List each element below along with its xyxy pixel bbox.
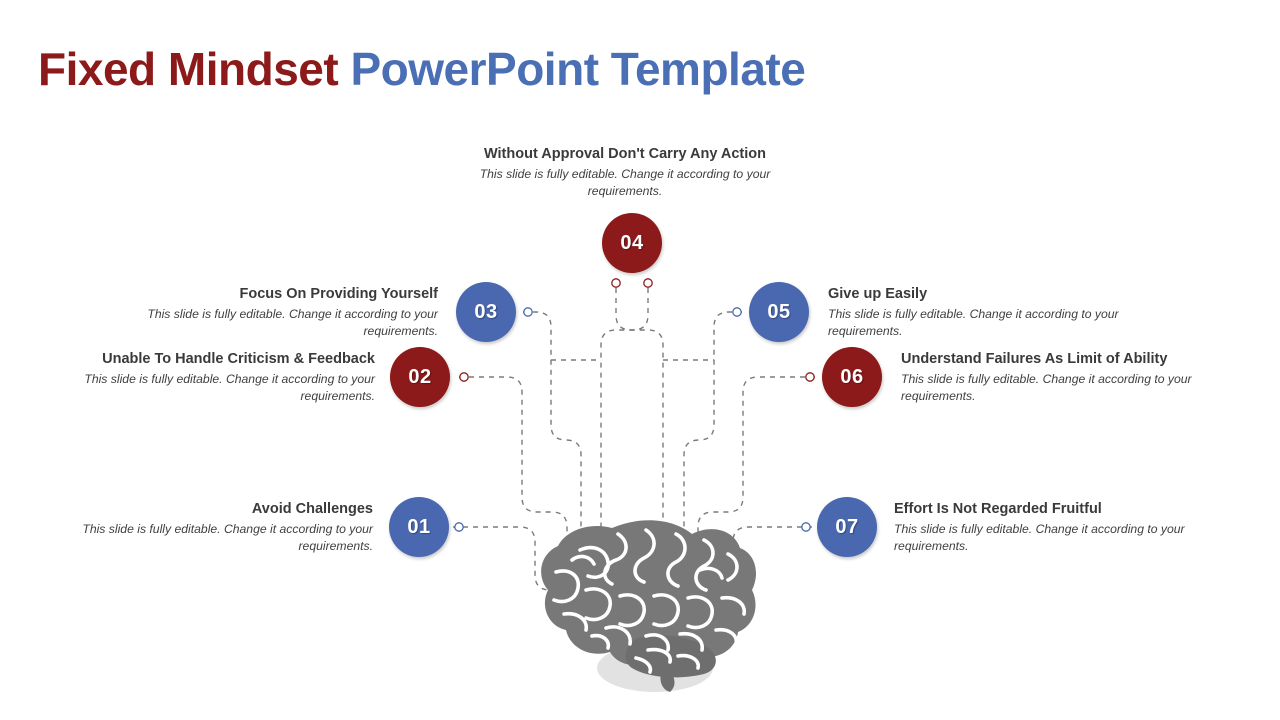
connector-dot-04a: [611, 278, 621, 288]
connector-path-07: [708, 526, 812, 594]
node-body-01: This slide is fully editable. Change it …: [82, 522, 373, 554]
connector-dot-06: [805, 372, 815, 382]
node-number-02: 02: [408, 365, 432, 388]
node-badge-06[interactable]: 06: [822, 347, 882, 407]
connector-path-06: [697, 376, 815, 575]
connector-dot-02: [459, 372, 469, 382]
node-text-01: Avoid Challenges This slide is fully edi…: [68, 500, 373, 556]
node-badge-05[interactable]: 05: [749, 282, 809, 342]
node-badge-02[interactable]: 02: [390, 347, 450, 407]
connector-path-05: [683, 311, 742, 565]
node-badge-07[interactable]: 07: [817, 497, 877, 557]
node-heading-05: Give up Easily: [828, 286, 928, 302]
node-heading-04: Without Approval Don't Carry Any Action: [483, 146, 767, 162]
page-title: Fixed Mindset PowerPoint Template: [38, 43, 806, 95]
connector-path-03: [523, 311, 582, 565]
node-heading-02: Unable To Handle Criticism & Feedback: [102, 351, 375, 367]
page-title-part-powerpoint-template: PowerPoint Template: [350, 43, 806, 95]
brain-shadow: [597, 644, 713, 692]
node-body-07: This slide is fully editable. Change it …: [894, 522, 1185, 554]
node-body-06: This slide is fully editable. Change it …: [901, 372, 1192, 404]
connector-dot-04b: [643, 278, 653, 288]
node-body-04: This slide is fully editable. Change it …: [479, 167, 771, 199]
connector-dot-07: [801, 522, 811, 532]
node-number-03: 03: [474, 300, 498, 323]
node-number-04: 04: [620, 231, 644, 254]
node-badge-03[interactable]: 03: [456, 282, 516, 342]
node-number-06: 06: [840, 365, 864, 388]
node-text-06: Understand Failures As Limit of Ability …: [901, 350, 1206, 406]
node-body-03: This slide is fully editable. Change it …: [147, 307, 438, 339]
brain-cerebellum: [625, 635, 716, 678]
connector-path-04-right: [600, 288, 649, 560]
node-body-05: This slide is fully editable. Change it …: [828, 307, 1119, 339]
node-text-03: Focus On Providing Yourself This slide i…: [133, 285, 438, 341]
node-number-01: 01: [407, 515, 431, 538]
node-text-04: Without Approval Don't Carry Any Action …: [455, 145, 795, 201]
connector-path-02: [459, 376, 568, 575]
node-badge-04[interactable]: 04: [602, 213, 662, 273]
node-text-02: Unable To Handle Criticism & Feedback Th…: [68, 350, 375, 406]
node-heading-01: Avoid Challenges: [251, 501, 373, 517]
connector-path-04-left: [615, 288, 664, 560]
connector-path-01: [453, 526, 560, 591]
node-body-02: This slide is fully editable. Change it …: [84, 372, 375, 404]
connector-dot-03: [523, 307, 533, 317]
connector-dot-01: [454, 522, 464, 532]
node-number-05: 05: [767, 300, 791, 323]
node-text-07: Effort Is Not Regarded Fruitful This sli…: [894, 500, 1199, 556]
brain-gyri: [552, 528, 747, 674]
node-heading-06: Understand Failures As Limit of Ability: [901, 351, 1168, 367]
node-text-05: Give up Easily This slide is fully edita…: [828, 285, 1133, 341]
brain-stem: [660, 670, 675, 692]
node-heading-07: Effort Is Not Regarded Fruitful: [894, 501, 1102, 517]
brain-cerebrum: [541, 520, 756, 668]
page-title-part-fixed-mindset: Fixed Mindset: [38, 43, 351, 95]
connector-dot-05: [732, 307, 742, 317]
node-badge-01[interactable]: 01: [389, 497, 449, 557]
node-heading-03: Focus On Providing Yourself: [239, 286, 438, 302]
node-number-07: 07: [835, 515, 859, 538]
